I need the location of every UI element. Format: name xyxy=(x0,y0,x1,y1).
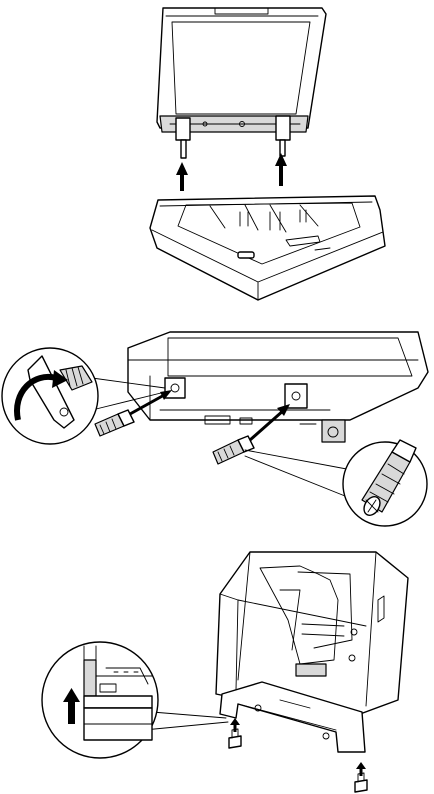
panel-attach-connectors xyxy=(2,332,428,526)
up-arrow-icon xyxy=(230,718,240,732)
connector-plug-left xyxy=(95,410,134,436)
panel-remove-cover xyxy=(150,8,385,300)
magnifier-callout xyxy=(245,440,427,526)
panel-attach-adf xyxy=(42,552,408,792)
up-arrow-icon xyxy=(176,162,188,191)
scanner-base xyxy=(150,196,385,300)
magnifier-callout xyxy=(42,642,228,758)
scanner-rear xyxy=(128,332,428,442)
connector-plug-right xyxy=(213,436,254,464)
up-arrow-icon xyxy=(275,153,287,186)
document-cover xyxy=(157,8,326,158)
up-arrow-icon xyxy=(356,762,366,776)
